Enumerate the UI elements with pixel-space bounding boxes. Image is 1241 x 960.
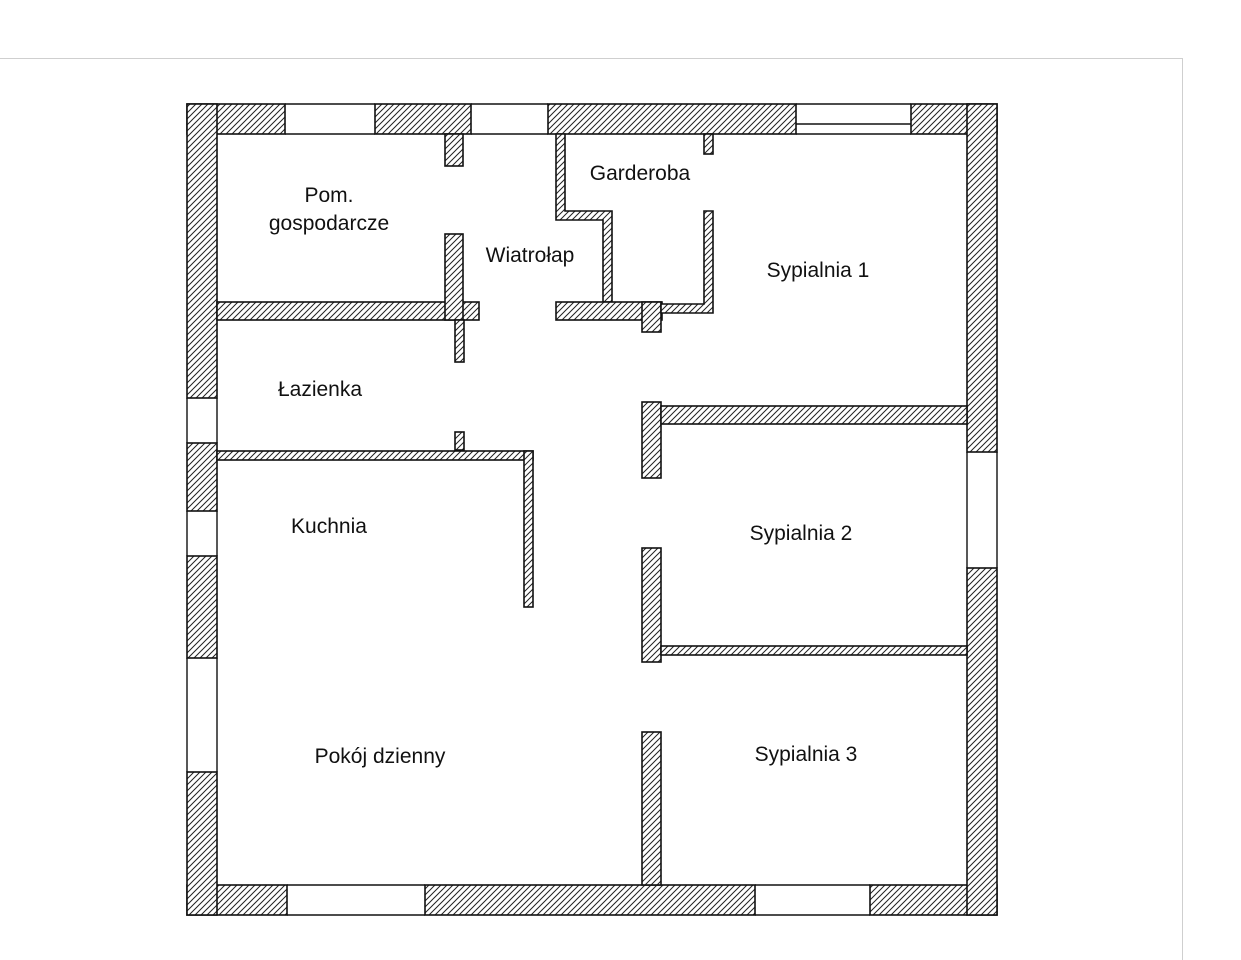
outer-wall-left-4 (186, 771, 218, 916)
label-vestibule: Wiatrołap (486, 244, 575, 267)
wall-wardrobe-west (555, 133, 613, 303)
label-bedroom-3: Sypialnia 3 (755, 743, 858, 766)
wall-wardrobe-stub (703, 133, 714, 155)
outer-wall-top-2 (374, 103, 472, 135)
wall-corridor-1 (641, 401, 662, 479)
outer-wall-right-2 (966, 567, 998, 916)
wall-kitchen-east (523, 450, 534, 608)
wall-kitchen-north (216, 450, 534, 461)
outer-wall-right-1 (966, 103, 998, 453)
walls (186, 103, 998, 916)
windows (186, 103, 998, 916)
drawing-frame (0, 58, 1183, 960)
wall-corridor-2 (641, 547, 662, 663)
label-bedroom-1: Sypialnia 1 (767, 259, 870, 282)
label-kitchen: Kuchnia (291, 515, 367, 538)
room-labels: Pom. gospodarcze Wiatrołap Garderoba Syp… (269, 162, 869, 768)
label-bathroom: Łazienka (278, 378, 362, 401)
label-wardrobe: Garderoba (590, 162, 691, 185)
wall-utility-east-upper (444, 133, 464, 167)
outer-wall-left-2 (186, 442, 218, 512)
label-living-room: Pokój dzienny (315, 745, 446, 768)
wall-utility-south (216, 301, 480, 321)
wall-utility-east-lower (444, 233, 464, 321)
wall-wardrobe-east (660, 210, 714, 314)
wall-bedroom1-south (660, 405, 968, 425)
outer-wall-left-1 (186, 103, 218, 399)
outer-wall-left-3 (186, 555, 218, 659)
label-utility-line1: Pom. (304, 184, 353, 207)
outer-wall-bottom-2 (424, 884, 756, 916)
wall-wardrobe-south-pier (641, 301, 662, 333)
label-utility-line2: gospodarcze (269, 212, 389, 235)
wall-bedroom2-south (660, 645, 968, 656)
outer-wall-top-3 (547, 103, 797, 135)
wall-bathroom-stub-2 (454, 431, 465, 451)
wall-corridor-3 (641, 731, 662, 886)
wall-bathroom-stub-1 (454, 319, 465, 363)
label-bedroom-2: Sypialnia 2 (750, 522, 853, 545)
